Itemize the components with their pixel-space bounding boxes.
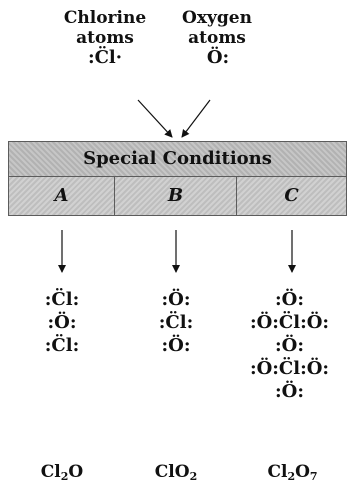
formula-cl2o: Cl2O bbox=[22, 462, 102, 482]
oxygen-atom-lewis: Ö: bbox=[206, 47, 230, 68]
formula-cl2o7-sub2: 7 bbox=[309, 470, 318, 483]
formula-cl2o-main: Cl bbox=[40, 462, 61, 482]
condition-cell-a: A bbox=[8, 176, 115, 216]
formula-clo2-sub: 2 bbox=[189, 470, 198, 483]
special-conditions-header: Special Conditions bbox=[8, 141, 347, 177]
condition-letter-b: B bbox=[167, 185, 184, 206]
condition-cell-c: C bbox=[236, 176, 347, 216]
formula-cl2o-tail: O bbox=[68, 462, 84, 482]
special-conditions-title: Special Conditions bbox=[83, 148, 272, 169]
arrow-oxygen-to-box bbox=[181, 99, 211, 138]
chlorine-atom-lewis: :C̈l· bbox=[87, 47, 123, 68]
formula-cl2o7-main: Cl bbox=[267, 462, 288, 482]
formula-cl2o7-tail: O bbox=[295, 462, 310, 482]
condition-cell-b: B bbox=[114, 176, 237, 216]
product-a-lewis: :C̈l: :Ö: :C̈l: bbox=[44, 289, 80, 356]
condition-letter-a: A bbox=[54, 185, 69, 206]
formula-clo2: ClO2 bbox=[136, 462, 216, 482]
condition-letter-c: C bbox=[284, 185, 299, 206]
formula-clo2-main: ClO bbox=[154, 462, 190, 482]
oxygen-atoms-label: Oxygen atoms bbox=[182, 8, 252, 48]
product-b-lewis: :Ö: :C̈l: :Ö: bbox=[158, 289, 194, 356]
formula-cl2o-sub: 2 bbox=[60, 470, 69, 483]
formula-cl2o7: Cl2O7 bbox=[250, 462, 335, 482]
chlorine-atoms-label: Chlorine atoms bbox=[63, 8, 147, 48]
formula-cl2o7-sub: 2 bbox=[287, 470, 296, 483]
arrow-chlorine-to-box bbox=[137, 99, 173, 138]
product-c-lewis: :Ö: :Ö:C̈l:Ö: :Ö: :Ö:C̈l:Ö: :Ö: bbox=[249, 289, 330, 402]
